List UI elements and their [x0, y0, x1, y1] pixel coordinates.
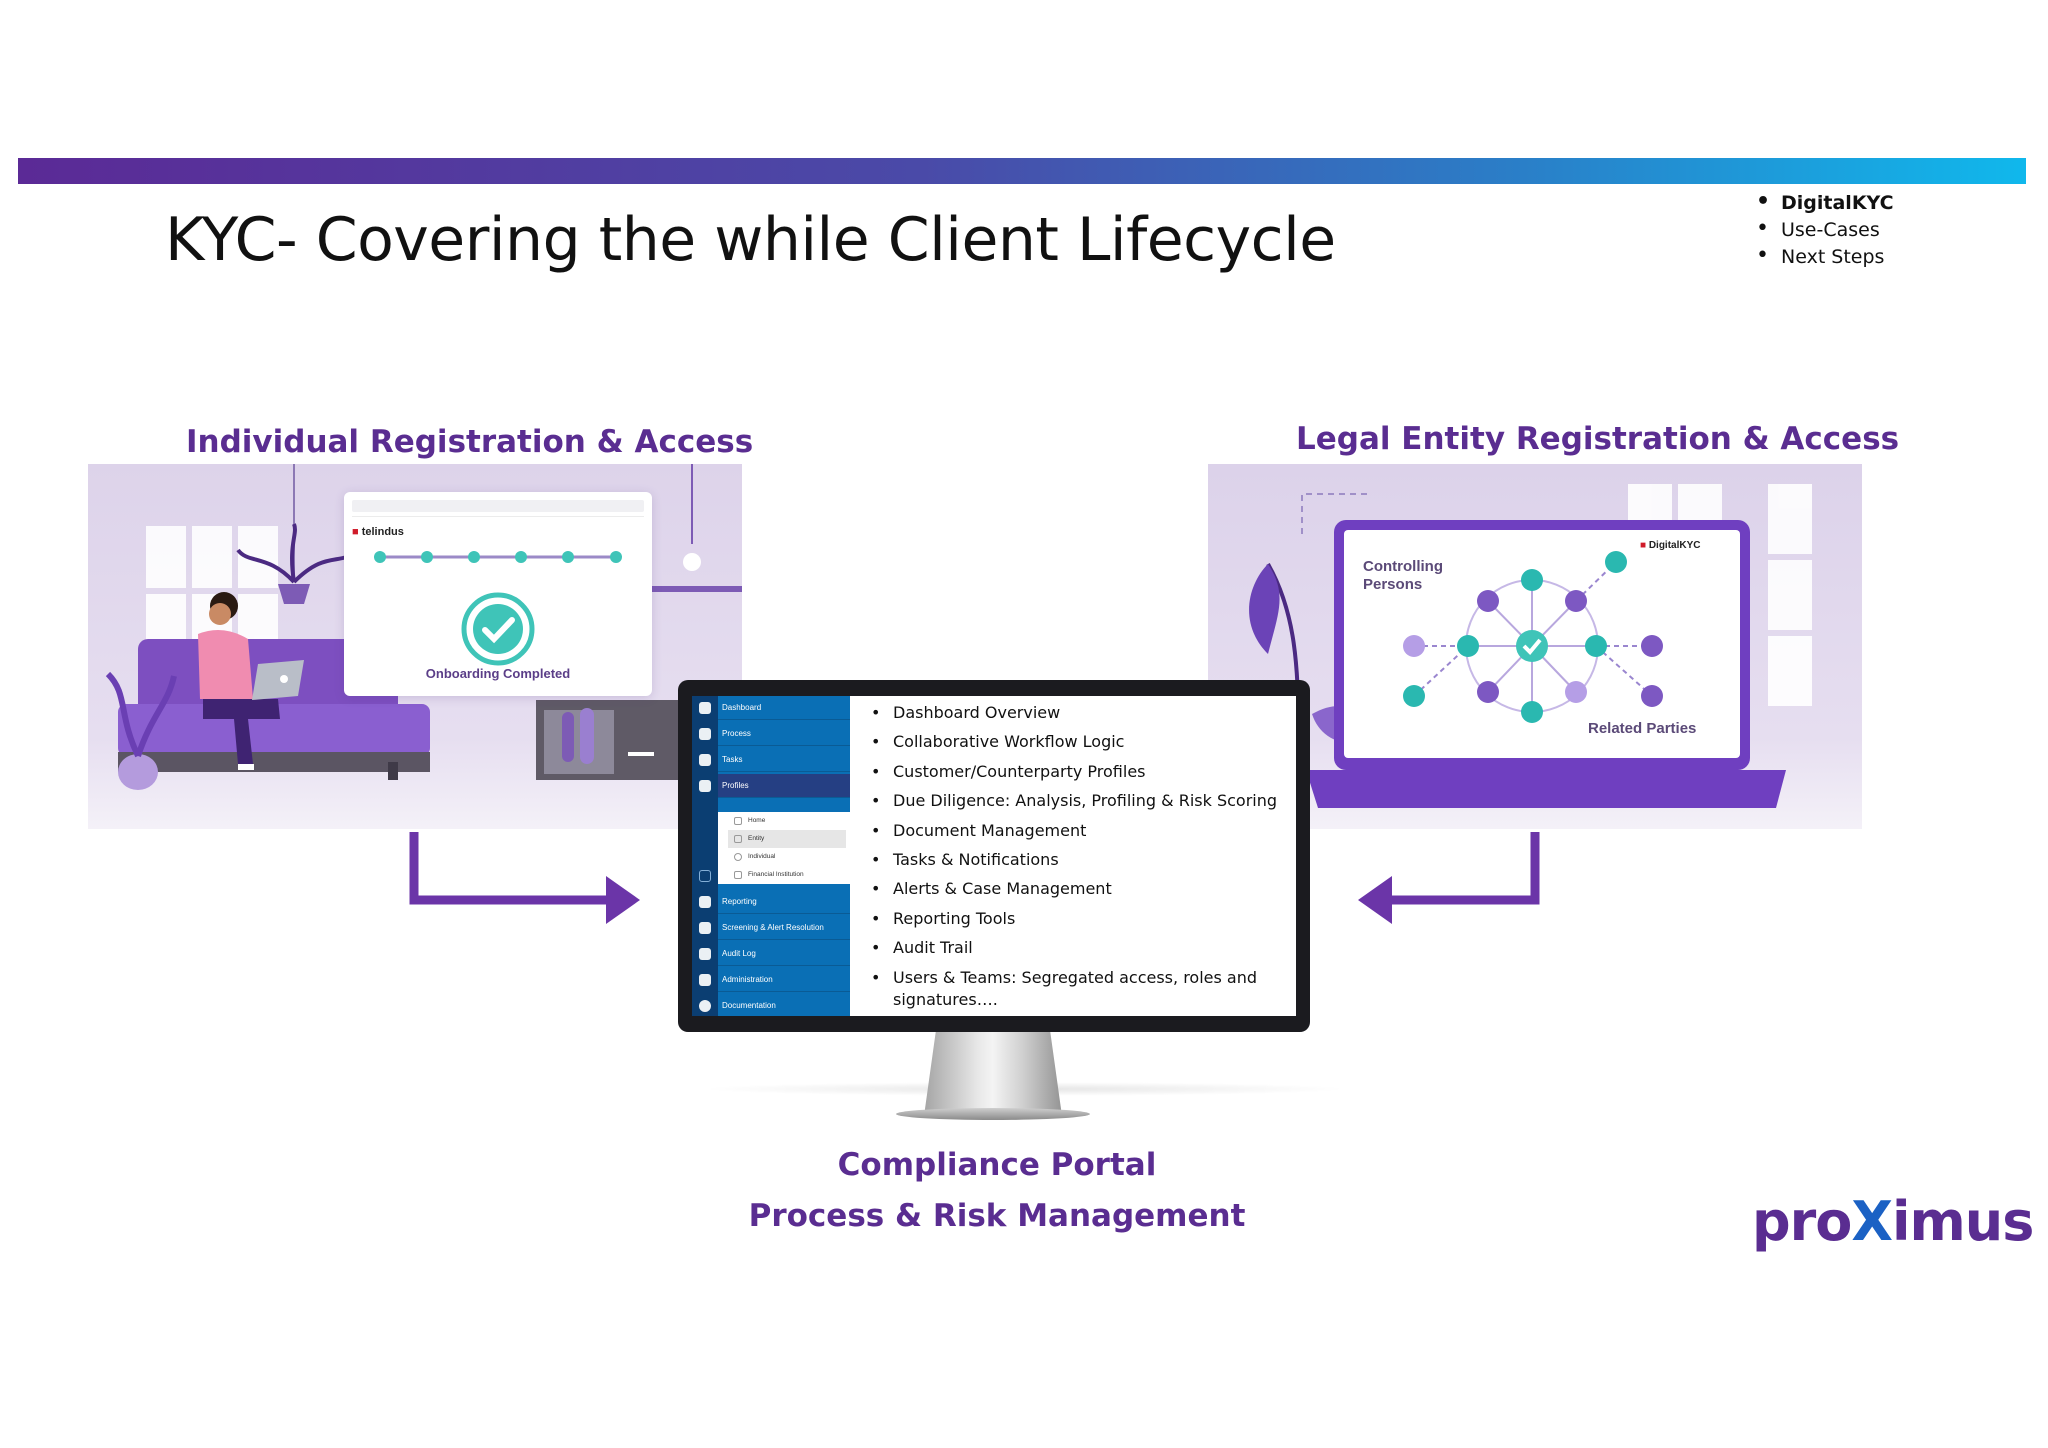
- individual-heading: Individual Registration & Access: [186, 424, 754, 460]
- feature-item: Tasks & Notifications: [868, 849, 1288, 871]
- nav-process[interactable]: Process: [718, 722, 850, 746]
- arrow-left-icon: [1358, 832, 1540, 924]
- screening-icon[interactable]: [699, 922, 711, 934]
- nav-profiles[interactable]: Profiles: [718, 774, 850, 798]
- individual-illustration: ■ telindus Onboarding Completed: [88, 464, 742, 829]
- profiles-icon[interactable]: [699, 780, 711, 792]
- bank-icon: [734, 871, 742, 879]
- nav-documentation[interactable]: Documentation: [718, 994, 850, 1016]
- monitor-screen: Dashboard Process Tasks Profiles Home En…: [692, 696, 1296, 1016]
- feature-item: Dashboard Overview: [868, 702, 1288, 724]
- compliance-monitor: Dashboard Process Tasks Profiles Home En…: [678, 680, 1310, 1032]
- feature-item: Reporting Tools: [868, 908, 1288, 930]
- header-gradient-bar: [18, 158, 2026, 184]
- nav-dashboard[interactable]: Dashboard: [718, 696, 850, 720]
- compliance-portal-label: Compliance Portal: [837, 1147, 1157, 1183]
- feature-item: Customer/Counterparty Profiles: [868, 761, 1288, 783]
- nav-administration[interactable]: Administration: [718, 968, 850, 992]
- telindus-logo-icon: ■: [352, 526, 359, 538]
- digitalkyc-brand: ■ DigitalKYC: [1640, 540, 1701, 551]
- telindus-brand: ■ telindus: [352, 526, 404, 538]
- process-risk-label: Process & Risk Management: [748, 1198, 1246, 1234]
- profiles-submenu: Home Entity Individual Financial Institu…: [718, 812, 850, 884]
- tasks-icon[interactable]: [699, 754, 711, 766]
- legal-entity-illustration: Controlling Persons Related Parties ■ Di…: [1208, 464, 1862, 829]
- proximus-logo: proXimus: [1752, 1190, 2034, 1253]
- progress-steps: [374, 551, 622, 563]
- nav-tasks[interactable]: Tasks: [718, 748, 850, 772]
- onboarding-card: ■ telindus Onboarding Completed: [344, 492, 652, 696]
- process-icon[interactable]: [699, 728, 711, 740]
- settings-icon[interactable]: [699, 870, 711, 882]
- legal-entity-scene-art: [1249, 484, 1812, 808]
- slide-title: KYC- Covering the while Client Lifecycle: [165, 205, 1336, 275]
- portal-feature-list: Dashboard Overview Collaborative Workflo…: [868, 702, 1288, 1016]
- person-icon: [734, 853, 742, 861]
- subnav-entity[interactable]: Entity: [728, 830, 846, 848]
- dashboard-icon[interactable]: [699, 702, 711, 714]
- feature-item: Document Management: [868, 820, 1288, 842]
- onboarding-status: Onboarding Completed: [425, 666, 571, 681]
- agenda-item-next-steps: Next Steps: [1756, 242, 1894, 271]
- monitor-stand: [924, 1030, 1062, 1116]
- portal-sidebar: Dashboard Process Tasks Profiles Home En…: [692, 696, 850, 1016]
- subnav-individual[interactable]: Individual: [728, 848, 846, 866]
- monitor-base: [896, 1108, 1090, 1120]
- audit-log-icon[interactable]: [699, 948, 711, 960]
- nav-reporting[interactable]: Reporting: [718, 890, 850, 914]
- feature-item: Users & Teams: Segregated access, roles …: [868, 967, 1288, 1011]
- feature-item: Due Diligence: Analysis, Profiling & Ris…: [868, 790, 1288, 812]
- agenda-item-use-cases: Use-Cases: [1756, 215, 1894, 244]
- nav-screening[interactable]: Screening & Alert Resolution: [718, 916, 850, 940]
- agenda-item-digitalkyc: DigitalKYC: [1756, 188, 1894, 217]
- building-icon: [734, 835, 742, 843]
- subnav-financial-institution[interactable]: Financial Institution: [728, 866, 846, 884]
- reporting-icon[interactable]: [699, 896, 711, 908]
- checkmark-icon: [461, 592, 535, 666]
- card-browser-bar: [352, 500, 644, 512]
- legal-entity-heading: Legal Entity Registration & Access: [1296, 421, 1900, 457]
- agenda-list: DigitalKYC Use-Cases Next Steps: [1756, 188, 1894, 271]
- arrow-right-icon: [409, 832, 640, 924]
- controlling-persons-label: Controlling Persons: [1363, 558, 1443, 593]
- subnav-home[interactable]: Home: [728, 812, 846, 830]
- related-parties-label: Related Parties: [1588, 720, 1697, 737]
- home-icon: [734, 817, 742, 825]
- feature-item: Audit Trail: [868, 937, 1288, 959]
- help-icon[interactable]: [699, 1000, 711, 1012]
- individual-scene-art: [105, 464, 742, 790]
- feature-item: Collaborative Workflow Logic: [868, 731, 1288, 753]
- portal-icon-rail: [692, 696, 718, 1016]
- administration-icon[interactable]: [699, 974, 711, 986]
- nav-audit-log[interactable]: Audit Log: [718, 942, 850, 966]
- feature-item: Alerts & Case Management: [868, 878, 1288, 900]
- digitalkyc-logo-icon: ■: [1640, 540, 1647, 551]
